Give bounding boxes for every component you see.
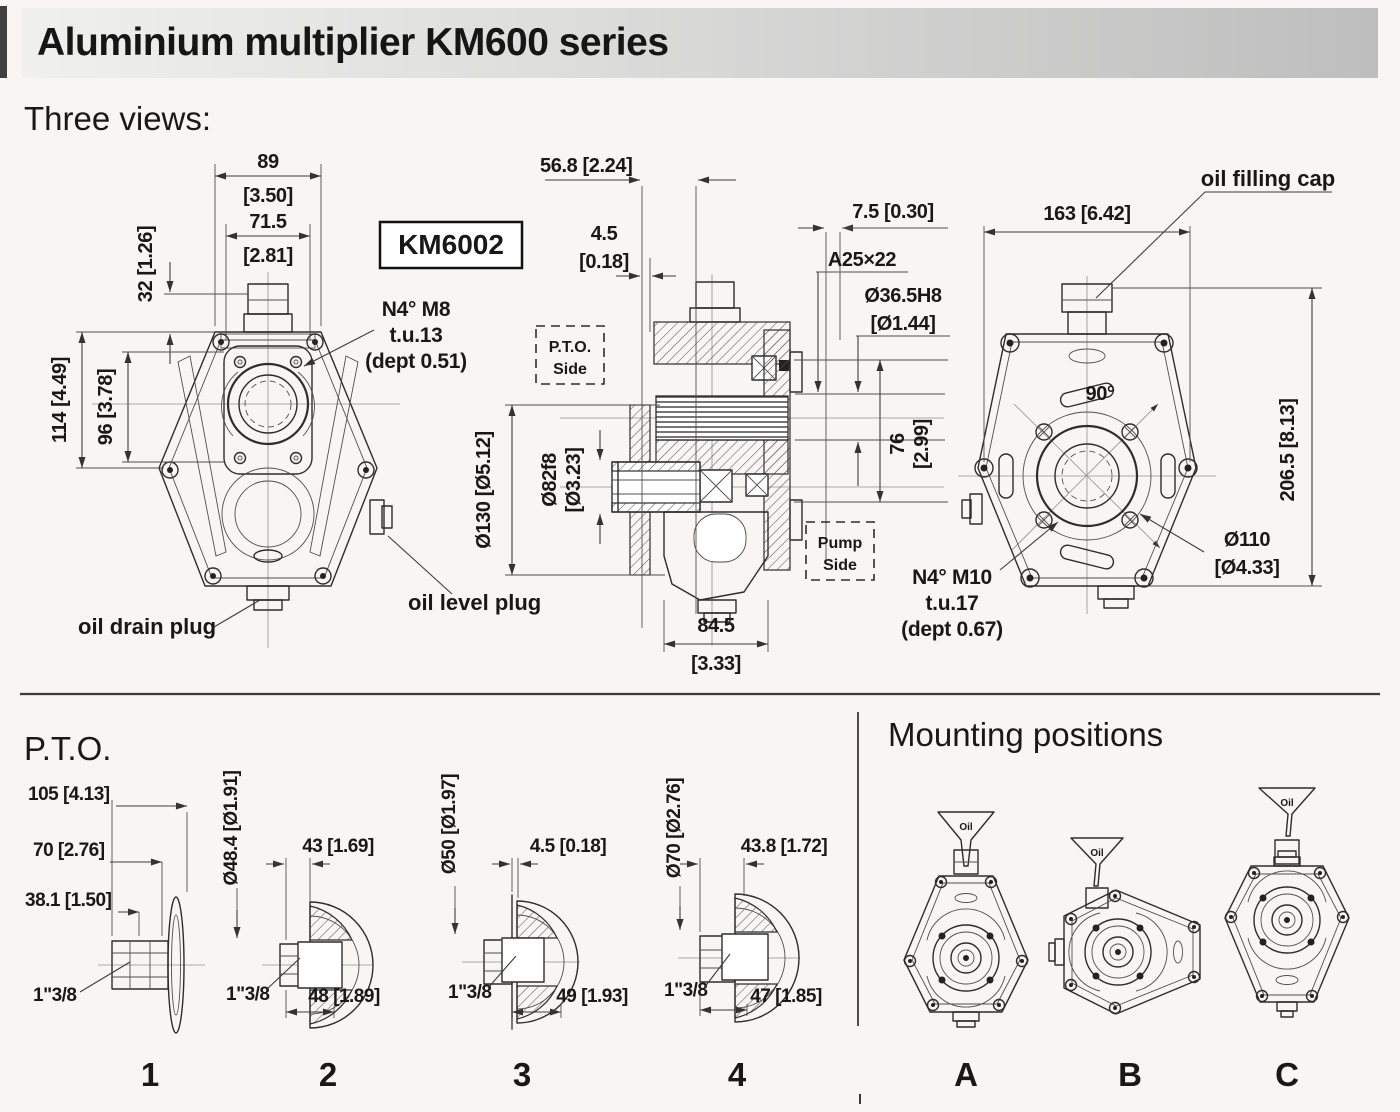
oil-drain-plug [246,585,290,611]
bore-spec-in: [Ø1.44] [870,313,935,335]
mounting-position-b: Oil B [1048,837,1201,1093]
dim-71-5-in: [2.81] [243,245,293,267]
rear-view-drawing [958,276,1216,614]
rear-view-dimensions: oil filling cap 163 [6.42] 90° 206.5 [8.… [901,166,1335,641]
svg-text:Oil: Oil [1280,798,1294,809]
dim-96: 96 [3.78] [95,369,117,445]
pto3-dim-c: 49 [1.93] [556,986,628,1007]
front-view-dimensions: 89 [3.50] 71.5 [2.81] 32 [1.26] 114 [4.4… [49,151,541,639]
svg-text:Side: Side [823,557,857,574]
page-title: Aluminium multiplier KM600 series [37,21,669,64]
pto1-dim-c: 38.1 [1.50] [25,890,112,911]
rear-bolt-note-1: N4° M10 [912,566,992,589]
section-view-drawing [560,274,944,646]
pto3-dim-a: Ø50 [Ø1.97] [439,774,460,874]
page-header: Aluminium multiplier KM600 series [22,8,1378,78]
dim-114: 114 [4.49] [49,357,71,443]
svg-text:Oil: Oil [1090,848,1104,859]
oil-cap-label: oil filling cap [1201,166,1335,191]
dim-7-5: 7.5 [0.30] [852,201,934,223]
rear-bolt-note-3: (dept 0.67) [901,618,1003,641]
oil-funnel-icon: Oil [1258,787,1316,837]
front-bolt-note-1: N4° M8 [382,298,451,321]
front-view-drawing [92,272,400,648]
pto-item-4: Ø70 [Ø2.76] 43.8 [1.72] 47 [1.85] 1"3/8 … [664,778,828,1093]
pto-item-3: Ø50 [Ø1.97] 4.5 [0.18] 49 [1.93] 1"3/8 3 [439,774,628,1093]
mounting-label-c: C [1275,1056,1299,1093]
oil-funnel-icon: Oil [1070,837,1124,887]
dim-84-5: 84.5 [697,615,735,637]
pto4-number: 4 [728,1056,747,1093]
pto4-dim-b: 43.8 [1.72] [741,836,828,857]
pto2-shaft: 1"3/8 [226,984,270,1005]
dim-110: Ø110 [1224,529,1270,551]
bore-spec: Ø36.5H8 [864,285,942,307]
oil-funnel-icon: Oil [937,811,995,867]
angle-90: 90° [1085,383,1114,405]
rear-bolt-note-2: t.u.17 [925,592,978,615]
dim-89-in: [3.50] [243,185,293,207]
pto-item-2: Ø48.4 [Ø1.91] 43 [1.69] 48 [1.89] 1"3/8 … [221,770,380,1093]
dim-56-8: 56.8 [2.24] [540,155,632,177]
dim-32: 32 [1.26] [135,226,157,302]
pto1-dim-b: 70 [2.76] [33,840,105,861]
dim-82: Ø82f8 [539,453,561,507]
svg-text:Oil: Oil [959,822,973,833]
dim-4-5-in: [0.18] [579,251,629,273]
oil-level-label: oil level plug [408,590,541,615]
pto1-dim-a: 105 [4.13] [28,784,110,805]
svg-text:Side: Side [553,361,587,378]
spline-spec: A25×22 [828,249,896,271]
pto2-dim-b: 43 [1.69] [302,836,374,857]
section-view-dimensions: 56.8 [2.24] 4.5 [0.18] 7.5 [0.30] A25×22… [473,155,950,675]
oil-level-plug [369,499,393,535]
pto-heading: P.T.O. [24,730,111,767]
front-bolt-note-3: (dept 0.51) [365,350,467,373]
dim-130: Ø130 [Ø5.12] [473,431,495,549]
svg-text:Pump: Pump [818,535,863,552]
pto3-shaft: 1"3/8 [448,982,492,1003]
pto1-number: 1 [141,1056,159,1093]
pto4-dim-c: 47 [1.85] [750,986,822,1007]
mounting-position-a: Oil A [903,811,1029,1093]
mounting-heading: Mounting positions [888,716,1163,753]
dim-163: 163 [6.42] [1043,203,1130,225]
pto3-number: 3 [513,1056,531,1093]
pto-item-1: 105 [4.13] 70 [2.76] 38.1 [1.50] 1"3/8 1 [25,784,205,1093]
oil-drain-label: oil drain plug [78,614,216,639]
front-bolt-note-2: t.u.13 [389,324,442,347]
dim-76: 76 [887,433,909,455]
dim-110-in: [Ø4.33] [1214,557,1279,579]
dim-71-5: 71.5 [249,211,287,233]
pto4-dim-a: Ø70 [Ø2.76] [664,778,685,878]
mounting-position-c: Oil C [1224,787,1350,1093]
pump-side-tag: Pump Side [805,521,875,581]
pto2-number: 2 [319,1056,337,1093]
pto4-shaft: 1"3/8 [664,980,708,1001]
three-views-heading: Three views: [24,100,211,137]
pto1-shaft: 1"3/8 [33,985,77,1006]
mounting-label-b: B [1118,1056,1142,1093]
mounting-label-a: A [954,1056,978,1093]
oil-filling-cap [1061,283,1113,335]
pto2-dim-c: 48 [1.89] [308,986,380,1007]
dim-82-in: [Ø3.23] [563,447,585,512]
pto3-dim-b: 4.5 [0.18] [530,836,606,857]
svg-text:P.T.O.: P.T.O. [549,339,591,356]
dim-206-5: 206.5 [8.13] [1277,398,1299,501]
dim-89: 89 [257,151,279,173]
pto-side-tag: P.T.O. Side [535,325,605,385]
scan-edge-artifact [0,6,7,78]
dim-76-in: [2.99] [911,419,933,469]
dim-4-5: 4.5 [591,223,618,245]
model-badge: KM6002 [398,229,504,260]
pto2-dim-a: Ø48.4 [Ø1.91] [221,770,242,885]
model-badge-box [378,220,524,270]
dim-84-5-in: [3.33] [691,653,741,675]
